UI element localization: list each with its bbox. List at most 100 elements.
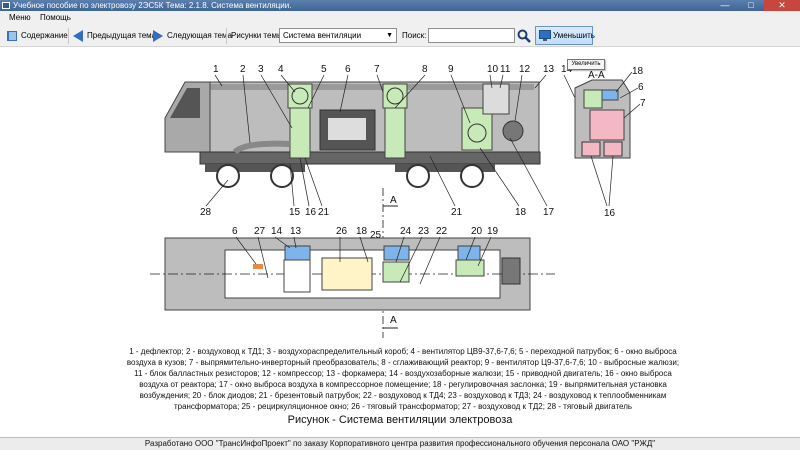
section-callout-7: 7 <box>640 98 646 109</box>
locomotive-side-view: 1 2 3 4 5 6 7 8 9 10 11 12 13 14 <box>164 64 576 218</box>
prev-topic-button[interactable]: Предыдущая тема <box>72 29 156 43</box>
legend-line: возбуждения; 20 - блок диодов; 21 - брез… <box>139 391 667 400</box>
section-callout-18: 18 <box>632 66 644 77</box>
footer: Разработано ООО "ТрансИнфоПроект" по зак… <box>0 437 800 450</box>
plan-forechamber-rear <box>383 245 410 261</box>
callout-2: 2 <box>240 64 246 75</box>
plan-callout-20: 20 <box>471 226 483 237</box>
callout-7: 7 <box>374 64 380 75</box>
plan-forechamber-13 <box>284 245 311 261</box>
callout-17: 17 <box>543 207 555 218</box>
contents-label: Содержание <box>21 31 68 40</box>
plan-numbers: 6 27 14 13 26 18 25 24 23 22 20 19 <box>232 226 499 241</box>
plan-callout-23: 23 <box>418 226 430 237</box>
figures-selected-value: Система вентиляции <box>283 31 362 40</box>
side-view-bottom-leaders <box>205 137 548 207</box>
air-duct-2 <box>232 140 291 155</box>
callout-6: 6 <box>345 64 351 75</box>
next-topic-button[interactable]: Следующая тема <box>152 29 232 43</box>
callout-11: 11 <box>500 64 511 75</box>
plan-callout-13: 13 <box>290 226 302 237</box>
arrow-right-icon <box>153 29 163 42</box>
maximize-button[interactable]: □ <box>738 0 764 11</box>
bogie-rear <box>395 164 495 172</box>
plan-diode-block <box>455 259 485 277</box>
magnifier-icon[interactable] <box>517 29 531 43</box>
side-view-top-numbers: 1 2 3 4 5 6 7 8 9 10 11 12 13 14 <box>213 64 573 75</box>
monitor-icon <box>539 30 551 41</box>
plan-compressor <box>501 257 521 285</box>
cross-section-a-a: А-А 18 6 7 16 <box>574 66 646 219</box>
transformer-panel <box>328 118 366 140</box>
section-label: А-А <box>588 70 605 81</box>
minimize-button[interactable]: — <box>712 0 738 11</box>
maximize-icon: □ <box>748 0 754 10</box>
search-input[interactable] <box>428 28 515 43</box>
prev-topic-label: Предыдущая тема <box>87 31 157 40</box>
plan-callout-22: 22 <box>436 226 448 237</box>
toolbar: Содержание Предыдущая тема Следующая тем… <box>0 25 800 47</box>
section-intake <box>583 89 603 109</box>
toolbar-divider <box>68 28 69 44</box>
legend-line: 11 - блок балластных резисторов; 12 - ко… <box>134 369 672 378</box>
figures-label: Рисунки темы <box>231 31 283 40</box>
menu-item-help[interactable]: Помощь <box>40 13 71 22</box>
legend-line: трансформатора; 25 - рециркуляционное ок… <box>173 402 633 411</box>
callout-9: 9 <box>448 64 454 75</box>
cab-window <box>170 88 200 118</box>
plan-callout-26: 26 <box>336 226 348 237</box>
callout-28: 28 <box>200 207 212 218</box>
callout-21-rear: 21 <box>451 207 463 218</box>
plan-callout-19: 19 <box>487 226 499 237</box>
section-window-left <box>581 141 601 157</box>
air-duct-rear <box>384 107 406 159</box>
roof-strip <box>210 84 534 90</box>
callout-21: 21 <box>318 207 330 218</box>
toolbar-divider <box>226 28 227 44</box>
zoom-out-label: Уменьшить <box>553 31 595 40</box>
fan-rotor <box>291 87 309 105</box>
zoom-tooltip: Увеличить <box>567 59 605 70</box>
wheel <box>270 164 294 188</box>
fan-rotor <box>386 87 404 105</box>
callout-3: 3 <box>258 64 264 75</box>
menu-item-menu[interactable]: Меню <box>9 13 31 22</box>
compressor-12 <box>502 120 524 142</box>
plan-callout-25: 25 <box>370 230 382 241</box>
next-topic-label: Следующая тема <box>167 31 232 40</box>
fan-rotor <box>467 123 487 143</box>
contents-button[interactable]: Содержание <box>6 29 68 43</box>
section-fan <box>601 89 619 101</box>
menu-bar: Меню Помощь <box>0 11 800 25</box>
plan-callout-27: 27 <box>254 226 266 237</box>
callout-5: 5 <box>321 64 327 75</box>
window-title: Учебное пособие по электровозу 2ЭС5К Тем… <box>13 1 292 10</box>
section-callout-16: 16 <box>604 208 616 219</box>
resistor-block-11 <box>482 83 510 115</box>
section-converter <box>589 109 625 141</box>
legend-line: воздуха от реактора; 17 - окно выброса в… <box>139 380 667 389</box>
app-icon <box>2 2 10 9</box>
figure-caption: Рисунок - Система вентиляции электровоза <box>287 414 513 426</box>
plan-window-6 <box>253 264 263 269</box>
air-duct-3 <box>289 107 311 159</box>
callout-4: 4 <box>278 64 284 75</box>
section-leaders <box>590 71 641 207</box>
close-button[interactable]: ✕ <box>764 0 800 11</box>
close-icon: ✕ <box>778 0 786 10</box>
cut-label-top: А <box>390 195 397 206</box>
callout-14: 14 <box>561 64 573 75</box>
chevron-down-icon: ▼ <box>386 32 393 39</box>
legend-line: 1 - дефлектор; 2 - воздуховод к ТД1; 3 -… <box>129 347 677 356</box>
plan-fan-unit <box>283 259 311 293</box>
figures-select[interactable]: Система вентиляции ▼ <box>279 28 397 43</box>
minimize-icon: — <box>720 0 730 10</box>
bogie-front <box>205 164 305 172</box>
plan-callout-14: 14 <box>271 226 283 237</box>
callout-8: 8 <box>422 64 428 75</box>
zoom-out-button[interactable]: Уменьшить <box>535 26 595 45</box>
callout-15: 15 <box>289 207 301 218</box>
plan-transformer-26 <box>321 257 373 291</box>
section-window-right <box>603 141 623 157</box>
